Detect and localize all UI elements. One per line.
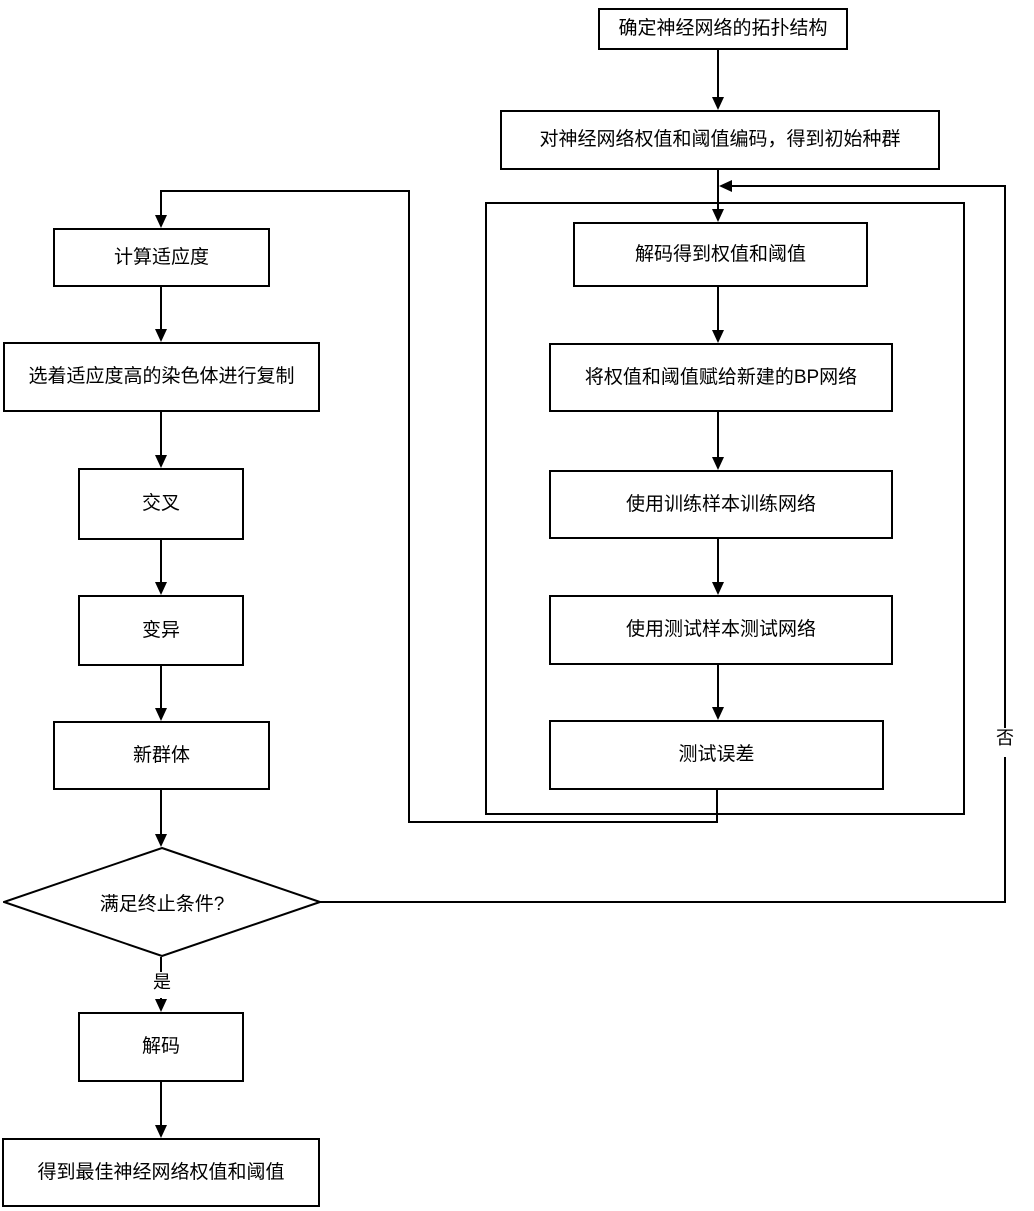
connector-decode-result xyxy=(160,1082,162,1130)
arrowhead-into-newpop xyxy=(155,708,167,721)
no-feedback-bottom-line xyxy=(320,901,1006,903)
connector-assign-train xyxy=(717,412,719,462)
loop-left-vertical-line xyxy=(408,190,410,823)
node-mutation: 变异 xyxy=(78,595,244,666)
arrowhead-into-mutation xyxy=(155,582,167,595)
arrowhead-into-fitness xyxy=(155,215,167,228)
termination-label: 满足终止条件? xyxy=(99,893,225,915)
node-decode-weights: 解码得到权值和阈值 xyxy=(573,222,868,287)
node-train: 使用训练样本训练网络 xyxy=(549,470,893,539)
arrowhead-into-decode xyxy=(155,999,167,1012)
arrowhead-into-test xyxy=(712,582,724,595)
arrowhead-into-result xyxy=(155,1125,167,1138)
arrowhead-no-feedback xyxy=(719,180,732,192)
arrowhead-into-testerror xyxy=(712,707,724,720)
connector-crossover-mutation xyxy=(160,540,162,587)
loop-error-down-line xyxy=(716,790,718,823)
arrowhead-into-assign xyxy=(712,330,724,343)
connector-mutation-newpop xyxy=(160,666,162,713)
arrowhead-into-encode xyxy=(712,97,724,110)
diamond-shape xyxy=(3,847,321,957)
arrowhead-into-crossover xyxy=(155,455,167,468)
loop-top-line xyxy=(161,190,410,192)
no-feedback-right-line-upper xyxy=(1004,185,1006,728)
node-encode: 对神经网络权值和阈值编码，得到初始种群 xyxy=(500,110,940,170)
node-topology: 确定神经网络的拓扑结构 xyxy=(598,8,848,50)
arrowhead-into-train xyxy=(712,457,724,470)
connector-decodeweights-assign xyxy=(717,287,719,335)
node-test: 使用测试样本测试网络 xyxy=(549,595,893,665)
node-crossover: 交叉 xyxy=(78,468,244,540)
node-result: 得到最佳神经网络权值和阈值 xyxy=(2,1138,320,1207)
node-new-population: 新群体 xyxy=(53,721,270,790)
connector-fitness-select xyxy=(160,287,162,334)
connector-topology-encode xyxy=(717,50,719,100)
arrowhead-into-decodeweights xyxy=(712,209,724,222)
node-decode: 解码 xyxy=(78,1012,244,1082)
connector-encode-decodeweights xyxy=(717,170,719,212)
arrowhead-into-select xyxy=(155,329,167,342)
edge-label-no: 否 xyxy=(990,728,1020,757)
node-test-error: 测试误差 xyxy=(549,720,884,790)
no-feedback-right-line-lower xyxy=(1004,757,1006,903)
bp-loop-container xyxy=(485,202,965,815)
edge-label-yes: 是 xyxy=(147,972,177,998)
connector-select-crossover xyxy=(160,412,162,460)
node-assign-bp: 将权值和阈值赋给新建的BP网络 xyxy=(549,343,893,412)
loop-bottom-line xyxy=(408,821,718,823)
no-feedback-top-line xyxy=(732,185,1006,187)
node-fitness: 计算适应度 xyxy=(53,228,270,287)
connector-train-test xyxy=(717,539,719,587)
node-select: 选着适应度高的染色体进行复制 xyxy=(3,342,320,412)
connector-loop-fitness xyxy=(160,190,162,217)
connector-test-error xyxy=(717,665,719,712)
connector-newpop-decision xyxy=(160,790,162,839)
node-termination-decision: 满足终止条件? xyxy=(3,847,321,957)
arrowhead-into-decision xyxy=(155,834,167,847)
